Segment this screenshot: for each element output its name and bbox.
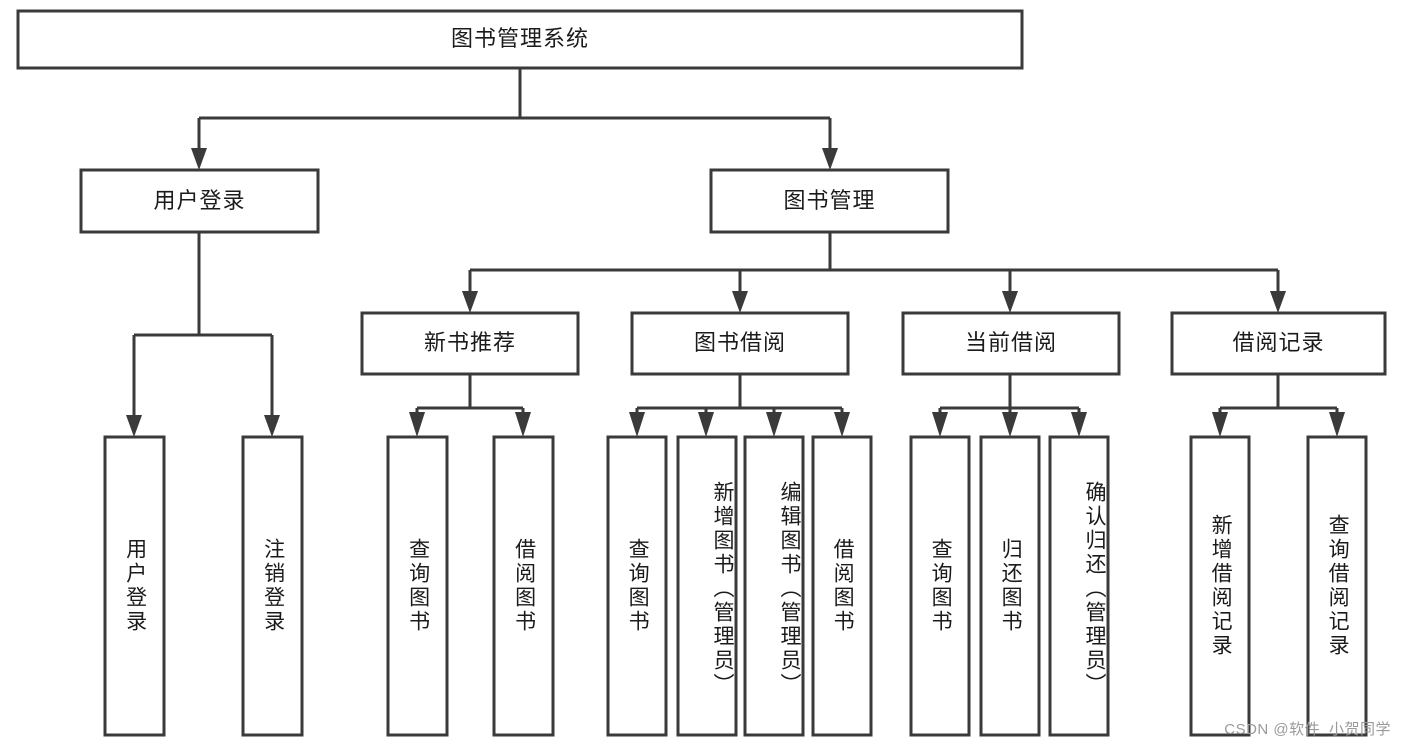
node-leaf-add-record-box[interactable] bbox=[1189, 435, 1251, 737]
arrow-bookmanage-to-borrow-record bbox=[1270, 291, 1286, 313]
node-leaf-confirm-return-box[interactable] bbox=[1048, 435, 1110, 737]
node-leaf-query-record-box[interactable] bbox=[1306, 435, 1368, 737]
arrow-root-to-user-login bbox=[191, 148, 207, 170]
node-book-borrow-box[interactable] bbox=[630, 311, 850, 376]
node-leaf-user-login-box[interactable] bbox=[103, 435, 166, 737]
arrow-newbook-to-query-book bbox=[409, 412, 425, 437]
csdn-watermark: CSDN @软件_小贺同学 bbox=[1224, 721, 1391, 738]
node-layer bbox=[16, 9, 1387, 737]
node-book-manage-box[interactable] bbox=[709, 168, 950, 234]
node-leaf-query-book-b-box[interactable] bbox=[606, 435, 668, 737]
connector-layer bbox=[126, 68, 1345, 437]
arrow-bookborrow-to-add-book bbox=[698, 412, 714, 437]
arrow-borrowrecord-to-add-record bbox=[1212, 412, 1228, 437]
arrow-bookmanage-to-book-borrow bbox=[732, 291, 748, 313]
node-leaf-add-book-box[interactable] bbox=[676, 435, 738, 737]
node-leaf-edit-book-box[interactable] bbox=[743, 435, 805, 737]
node-leaf-borrow-book-b-box[interactable] bbox=[811, 435, 873, 737]
node-leaf-query-book-c-box[interactable] bbox=[909, 435, 971, 737]
node-root-box[interactable] bbox=[16, 9, 1024, 70]
node-leaf-borrow-book-a-box[interactable] bbox=[492, 435, 555, 737]
arrow-bookmanage-to-current-borrow bbox=[1002, 291, 1018, 313]
node-leaf-query-book-a-box[interactable] bbox=[386, 435, 449, 737]
arrow-borrowrecord-to-query-record bbox=[1329, 412, 1345, 437]
arrow-root-to-book-manage bbox=[822, 148, 838, 170]
node-leaf-logout-box[interactable] bbox=[241, 435, 304, 737]
arrow-currentborrow-to-confirm-return bbox=[1071, 412, 1087, 437]
node-new-book-rec-box[interactable] bbox=[360, 311, 580, 376]
arrow-newbook-to-borrow-book bbox=[515, 412, 531, 437]
node-borrow-record-box[interactable] bbox=[1170, 311, 1387, 376]
arrow-currentborrow-to-return-book bbox=[1002, 412, 1018, 437]
node-user-login-box[interactable] bbox=[79, 168, 320, 234]
arrow-bookborrow-to-edit-book bbox=[766, 412, 782, 437]
node-current-borrow-box[interactable] bbox=[901, 311, 1121, 376]
arrow-bookborrow-to-query-book bbox=[629, 412, 645, 437]
arrow-currentborrow-to-query-book bbox=[932, 412, 948, 437]
arrow-userlogin-to-leaf2 bbox=[264, 415, 280, 437]
arrow-bookborrow-to-borrow-book bbox=[834, 412, 850, 437]
arrow-bookmanage-to-new-book-rec bbox=[462, 291, 478, 313]
arrow-userlogin-to-leaf1 bbox=[126, 415, 142, 437]
node-leaf-return-book-box[interactable] bbox=[979, 435, 1041, 737]
